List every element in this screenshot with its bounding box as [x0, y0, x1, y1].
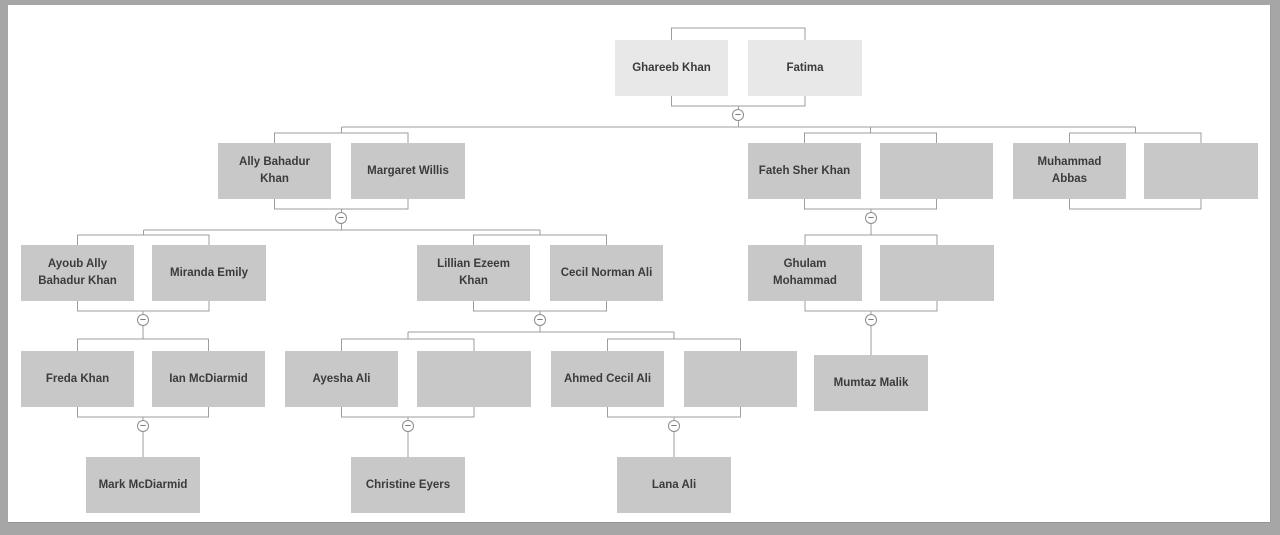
collapse-toggle-freda-ian[interactable]: − — [137, 420, 149, 432]
marriage-top-bracket — [1070, 133, 1202, 143]
collapse-toggle-ally-margaret[interactable]: − — [335, 212, 347, 224]
person-box-mark-mcdiarmid[interactable]: Mark McDiarmid — [86, 457, 200, 513]
collapse-toggle-ahmed[interactable]: − — [668, 420, 680, 432]
marriage-bottom-bracket — [805, 301, 937, 311]
person-box-unknown-spouse-5[interactable] — [684, 351, 797, 407]
marriage-top-bracket — [805, 235, 937, 245]
person-box-unknown-spouse-3[interactable] — [880, 245, 994, 301]
marriage-top-bracket — [275, 133, 409, 143]
marriage-top-bracket — [608, 339, 741, 351]
marriage-top-bracket — [672, 28, 806, 40]
marriage-top-bracket — [342, 339, 475, 351]
connector-lines — [8, 5, 1270, 522]
person-name: Cecil Norman Ali — [560, 266, 653, 279]
person-box-freda-khan[interactable]: Freda Khan — [21, 351, 134, 407]
person-name: Christine Eyers — [365, 478, 451, 491]
marriage-top-bracket — [805, 133, 937, 143]
person-name: Lillian Ezeem Khan — [437, 258, 510, 287]
person-box-mumtaz-malik[interactable]: Mumtaz Malik — [814, 355, 928, 411]
person-name: Ayesha Ali — [312, 372, 371, 385]
person-box-christine-eyers[interactable]: Christine Eyers — [351, 457, 465, 513]
person-name: Fatima — [786, 61, 824, 74]
person-name: Miranda Emily — [170, 266, 248, 279]
person-box-ahmed-cecil-ali[interactable]: Ahmed Cecil Ali — [551, 351, 664, 407]
person-name: Mark McDiarmid — [98, 478, 188, 491]
person-name: Fateh Sher Khan — [758, 164, 851, 177]
collapse-toggle-ayesha[interactable]: − — [402, 420, 414, 432]
marriage-bottom-bracket — [1070, 199, 1202, 209]
person-box-fateh-sher-khan[interactable]: Fateh Sher Khan — [748, 143, 861, 199]
person-name: Ghareeb Khan — [632, 61, 711, 74]
person-box-muhammad-abbas[interactable]: Muhammad Abbas — [1013, 143, 1126, 199]
person-name: Ahmed Cecil Ali — [563, 372, 652, 385]
marriage-top-bracket — [78, 339, 209, 351]
person-name: Mumtaz Malik — [833, 376, 909, 389]
marriage-bottom-bracket — [805, 199, 937, 209]
person-box-unknown-spouse-2[interactable] — [1144, 143, 1258, 199]
person-name: Ally Bahadur Khan — [239, 156, 310, 185]
person-box-cecil-norman-ali[interactable]: Cecil Norman Ali — [550, 245, 663, 301]
person-box-miranda-emily[interactable]: Miranda Emily — [152, 245, 266, 301]
marriage-top-bracket — [78, 235, 210, 245]
person-name: Ghulam Mohammad — [773, 258, 837, 287]
marriage-bottom-bracket — [608, 407, 741, 417]
person-box-ghareeb-khan[interactable]: Ghareeb Khan — [615, 40, 728, 96]
marriage-top-bracket — [474, 235, 607, 245]
marriage-bottom-bracket — [78, 301, 210, 311]
marriage-bottom-bracket — [672, 96, 806, 106]
person-name: Muhammad Abbas — [1037, 156, 1102, 185]
person-box-ayesha-ali[interactable]: Ayesha Ali — [285, 351, 398, 407]
marriage-bottom-bracket — [78, 407, 209, 417]
collapse-toggle-ghulam[interactable]: − — [865, 314, 877, 326]
person-box-lana-ali[interactable]: Lana Ali — [617, 457, 731, 513]
person-name: Freda Khan — [45, 372, 110, 385]
collapse-toggle-ghareeb-fatima[interactable]: − — [732, 109, 744, 121]
person-box-ian-mcdiarmid[interactable]: Ian McDiarmid — [152, 351, 265, 407]
person-name: Lana Ali — [651, 478, 697, 491]
collapse-toggle-fateh[interactable]: − — [865, 212, 877, 224]
person-name: Margaret Willis — [367, 164, 449, 177]
person-box-ghulam-mohammad[interactable]: Ghulam Mohammad — [748, 245, 862, 301]
person-box-margaret-willis[interactable]: Margaret Willis — [351, 143, 465, 199]
person-box-ally-bahadur-khan[interactable]: Ally Bahadur Khan — [218, 143, 331, 199]
collapse-toggle-ayoub-miranda[interactable]: − — [137, 314, 149, 326]
collapse-toggle-lillian-cecil[interactable]: − — [534, 314, 546, 326]
person-name: Ian McDiarmid — [169, 372, 248, 385]
diagram-canvas: Ghareeb Khan Fatima Ally Bahadur Khan Ma… — [8, 5, 1270, 522]
marriage-bottom-bracket — [342, 407, 475, 417]
person-box-ayoub-ally-bahadur-khan[interactable]: Ayoub Ally Bahadur Khan — [21, 245, 134, 301]
marriage-bottom-bracket — [474, 301, 607, 311]
person-name: Ayoub Ally Bahadur Khan — [38, 258, 117, 287]
person-box-unknown-spouse-4[interactable] — [417, 351, 531, 407]
person-box-lillian-ezeem-khan[interactable]: Lillian Ezeem Khan — [417, 245, 530, 301]
person-box-fatima[interactable]: Fatima — [748, 40, 862, 96]
marriage-bottom-bracket — [275, 199, 409, 209]
person-box-unknown-spouse-1[interactable] — [880, 143, 993, 199]
